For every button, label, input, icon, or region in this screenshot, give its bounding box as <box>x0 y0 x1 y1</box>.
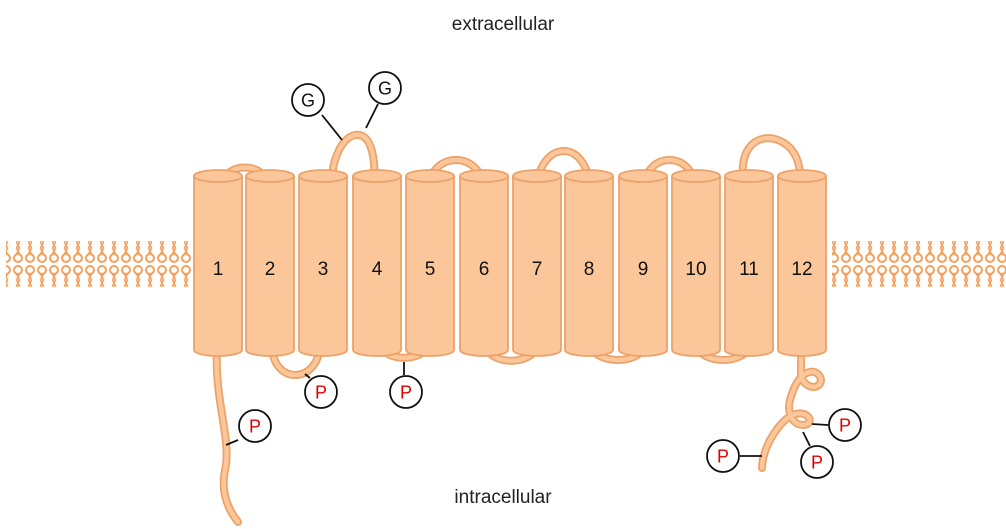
helix-9: 9 <box>619 170 667 356</box>
marker-letter: G <box>378 79 392 99</box>
helix-number: 3 <box>318 259 329 280</box>
helix-number: 6 <box>479 259 490 280</box>
helix-number: 4 <box>372 259 383 280</box>
marker-letter: P <box>249 417 261 437</box>
phosphorylation-marker: P <box>707 440 762 472</box>
helix-number: 8 <box>584 259 595 280</box>
n-terminus-tail <box>217 348 238 522</box>
helix-number: 5 <box>425 259 436 280</box>
helix-3: 3 <box>299 170 347 356</box>
helix-10: 10 <box>672 170 720 356</box>
helix-7: 7 <box>513 170 561 356</box>
marker-letter: P <box>400 383 412 403</box>
helix-number: 10 <box>685 259 706 280</box>
helix-number: 9 <box>638 259 649 280</box>
helix-11: 11 <box>725 170 773 356</box>
helix-number: 12 <box>791 259 812 280</box>
helix-5: 5 <box>406 170 454 356</box>
helix-12: 12 <box>778 170 826 356</box>
phosphorylation-marker: P <box>812 409 861 441</box>
helix-2: 2 <box>246 170 294 356</box>
membrane-bilayer-right <box>832 241 1006 287</box>
helix-1: 1 <box>194 170 242 356</box>
glycosylation-marker: G <box>366 72 401 128</box>
phosphorylation-marker: P <box>801 432 833 478</box>
marker-letter: P <box>811 453 823 473</box>
glycosylation-marker: G <box>292 84 342 140</box>
helix-number: 11 <box>739 259 759 280</box>
helix-6: 6 <box>460 170 508 356</box>
helix-8: 8 <box>565 170 613 356</box>
marker-letter: G <box>301 91 315 111</box>
membrane-bilayer-left <box>6 241 192 287</box>
helix-number: 7 <box>532 259 543 280</box>
phosphorylation-marker: P <box>226 410 271 445</box>
marker-letter: P <box>839 416 851 436</box>
marker-letter: P <box>717 447 729 467</box>
helix-number: 2 <box>265 259 276 280</box>
phosphorylation-marker: P <box>390 362 422 408</box>
marker-letter: P <box>315 383 327 403</box>
helix-number: 1 <box>213 259 224 280</box>
helix-4: 4 <box>353 170 401 356</box>
phosphorylation-marker: P <box>305 374 337 408</box>
